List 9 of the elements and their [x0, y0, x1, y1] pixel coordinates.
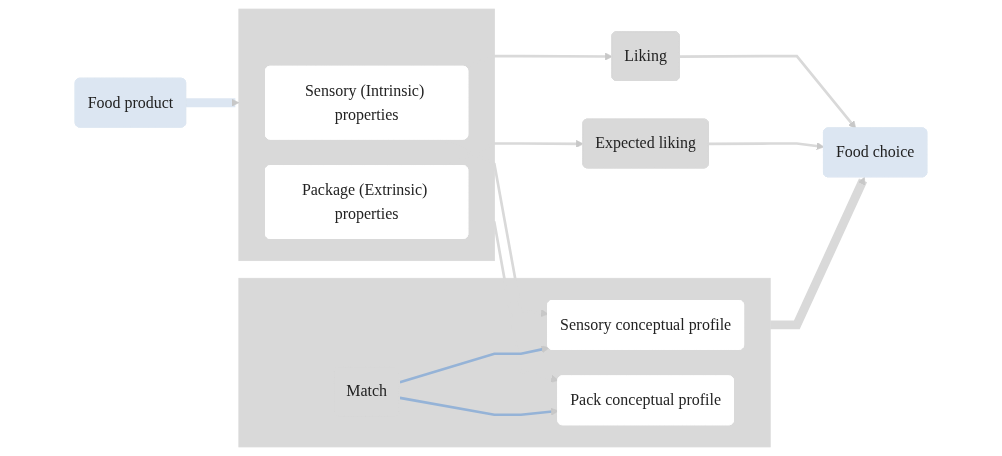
node-text: Match [346, 382, 388, 400]
cluster [238, 8, 495, 262]
cluster [238, 277, 771, 448]
arrow [679, 54, 857, 129]
arrow [399, 345, 550, 384]
arrow [399, 396, 559, 417]
arrow [770, 176, 868, 330]
arrow [185, 98, 240, 108]
arrow [708, 142, 825, 150]
